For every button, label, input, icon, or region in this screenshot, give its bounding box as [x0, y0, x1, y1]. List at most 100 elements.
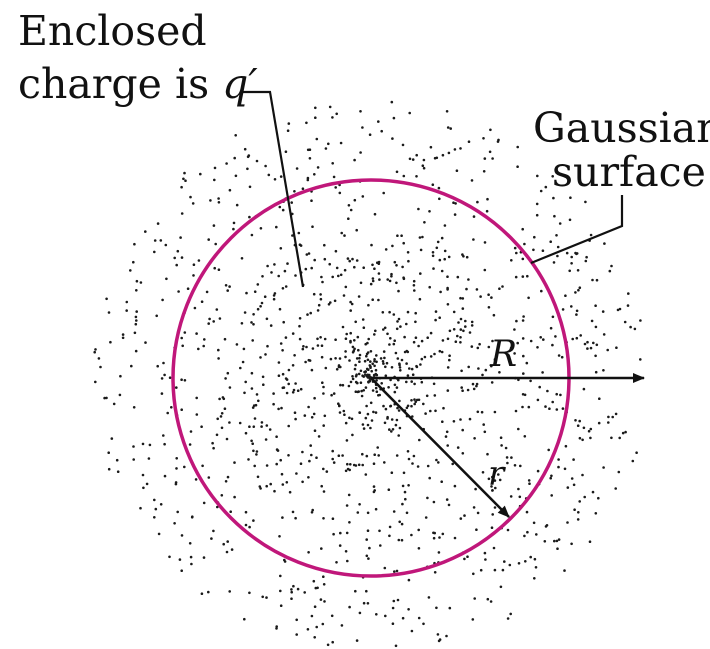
charge-dot	[582, 387, 586, 391]
charge-dot	[386, 278, 390, 281]
charge-dot	[438, 258, 442, 262]
charge-dot	[188, 443, 192, 446]
gaussian-surface-leader-line	[530, 195, 624, 265]
charge-dot	[514, 275, 518, 279]
charge-dot	[277, 407, 280, 411]
charge-dot	[570, 262, 573, 265]
charge-dot	[549, 240, 552, 243]
charge-dot	[332, 461, 336, 464]
charge-dot	[355, 259, 359, 262]
charge-dot	[144, 230, 147, 233]
charge-dot	[407, 484, 410, 487]
charge-dot	[362, 389, 366, 392]
charge-dot	[190, 562, 193, 566]
charge-dot	[395, 418, 399, 422]
charge-dot	[355, 228, 359, 232]
charge-dot	[354, 589, 357, 593]
charge-dot	[275, 435, 278, 439]
charge-dot	[285, 481, 289, 484]
charge-dot	[199, 172, 202, 176]
charge-dot	[415, 153, 419, 157]
charge-dot	[509, 346, 513, 350]
charge-dot	[307, 252, 311, 255]
charge-dot	[482, 170, 486, 173]
charge-dot	[348, 359, 351, 362]
charge-dot	[503, 560, 506, 563]
charge-dot	[493, 358, 497, 361]
charge-dot	[392, 510, 396, 513]
charge-dot	[398, 363, 401, 367]
charge-dot	[384, 374, 388, 378]
charge-dot	[382, 362, 385, 365]
charge-dot	[273, 263, 276, 266]
charge-dot	[405, 380, 408, 384]
charge-dot	[437, 639, 441, 643]
charge-dot	[542, 338, 545, 341]
charge-dot	[322, 424, 326, 427]
charge-dot	[536, 346, 539, 349]
charge-dot	[438, 349, 442, 353]
charge-dot	[405, 349, 409, 353]
charge-dot	[635, 451, 638, 455]
charge-dot	[264, 164, 267, 168]
charge-dot	[345, 504, 349, 507]
charge-dot	[566, 521, 569, 524]
charge-dot	[415, 175, 418, 178]
charge-dot	[414, 336, 418, 340]
charge-dot	[109, 340, 112, 344]
charge-dot	[245, 291, 248, 295]
charge-dot	[428, 285, 432, 289]
charge-dot	[422, 166, 426, 170]
charge-dot	[443, 257, 447, 261]
charge-dot	[243, 617, 246, 621]
charge-dot	[290, 201, 294, 204]
charge-dot	[256, 283, 260, 286]
charge-dot	[347, 217, 350, 220]
charge-dot	[527, 405, 531, 409]
charge-dot	[278, 307, 282, 311]
charge-dot	[448, 329, 452, 333]
charge-dot	[310, 511, 314, 514]
charge-dot	[453, 148, 457, 151]
charge-dot	[475, 288, 479, 291]
charge-dot	[197, 259, 201, 262]
charge-dot	[322, 490, 326, 493]
charge-dot	[299, 462, 303, 466]
charge-dot	[472, 215, 476, 218]
charge-dot	[194, 478, 198, 481]
charge-dot	[326, 643, 330, 647]
charge-dot	[446, 275, 449, 279]
charge-dot	[369, 282, 373, 286]
charge-dot	[279, 604, 283, 607]
charge-dot	[639, 358, 642, 361]
charge-dot	[390, 272, 393, 276]
charge-dot	[348, 259, 352, 263]
charge-dot	[388, 534, 391, 538]
charge-dot	[248, 215, 251, 219]
charge-dot	[388, 279, 392, 283]
charge-dot	[228, 590, 231, 593]
charge-dot	[374, 507, 378, 511]
charge-dot	[153, 250, 156, 254]
charge-dot	[365, 589, 368, 593]
charge-dot	[406, 251, 410, 254]
charge-dot	[418, 438, 421, 442]
charge-dot	[257, 399, 260, 403]
charge-dot	[161, 298, 164, 302]
charge-dot	[421, 164, 425, 167]
charge-dot	[351, 350, 355, 354]
charge-dot	[192, 274, 195, 277]
charge-dot	[391, 622, 395, 625]
charge-dot	[365, 538, 369, 541]
charge-dot	[329, 301, 332, 304]
charge-dot	[240, 257, 244, 260]
charge-dot	[279, 574, 282, 578]
charge-dot	[178, 558, 182, 561]
charge-dot	[339, 531, 342, 535]
charge-dot	[400, 234, 403, 237]
charge-dot	[425, 394, 429, 398]
charge-dot	[617, 470, 621, 474]
charge-dot	[463, 557, 466, 561]
charge-dot	[371, 263, 374, 267]
charge-dot	[446, 288, 449, 291]
